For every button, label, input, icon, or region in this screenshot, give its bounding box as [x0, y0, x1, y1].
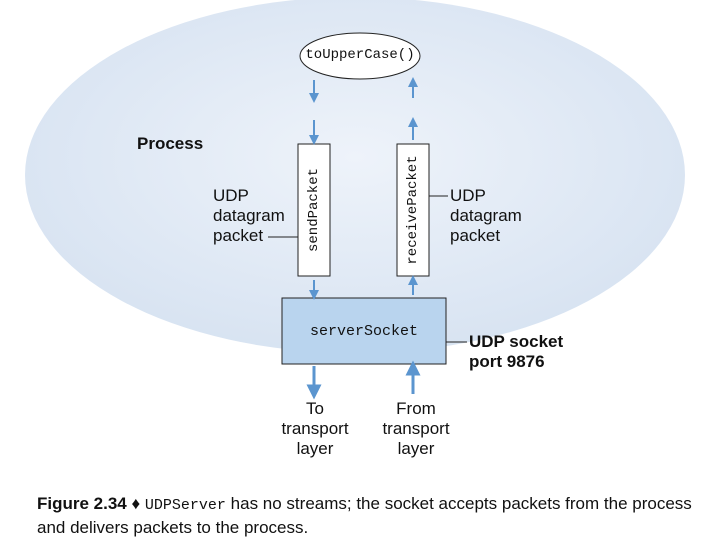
socket-label: UDP socket port 9876 — [469, 332, 563, 372]
left-label-line1: UDP — [213, 186, 249, 205]
left-packet-label: UDP datagram packet — [213, 186, 285, 246]
to-label-line1: To — [306, 399, 324, 418]
figure-number: Figure 2.34 — [37, 494, 127, 513]
left-label-line2: datagram — [213, 206, 285, 225]
from-label-line2: transport — [382, 419, 450, 438]
caption-code: UDPServer — [144, 497, 226, 514]
figure-caption: Figure 2.34 ♦ UDPServer has no streams; … — [37, 493, 709, 539]
to-transport-label: To transport layer — [270, 399, 360, 459]
to-label-line3: layer — [296, 439, 334, 458]
right-packet-label: UDP datagram packet — [450, 186, 522, 246]
from-transport-label: From transport layer — [371, 399, 461, 459]
right-label-line3: packet — [450, 226, 501, 245]
left-label-line3: packet — [213, 226, 264, 245]
method-oval-label: toUpperCase() — [305, 47, 415, 63]
from-label-line3: layer — [397, 439, 435, 458]
from-label-line1: From — [396, 399, 436, 418]
caption-text: has no streams; the socket accepts packe… — [37, 494, 692, 537]
send-packet-label: sendPacket — [306, 168, 322, 253]
caption-bullet: ♦ — [131, 494, 141, 513]
socket-label-line2: port 9876 — [469, 352, 545, 371]
receive-packet-label: receivePacket — [405, 155, 421, 265]
send-packet-box — [297, 143, 331, 277]
right-label-line2: datagram — [450, 206, 522, 225]
method-oval — [299, 32, 421, 80]
receive-packet-box — [396, 143, 430, 277]
diagram-canvas — [25, 0, 685, 400]
process-label: Process — [137, 134, 204, 153]
to-label-line2: transport — [281, 419, 349, 438]
socket-label-line1: UDP socket — [469, 332, 564, 351]
server-socket-box — [281, 297, 447, 365]
socket-name: serverSocket — [309, 323, 419, 340]
process-area — [25, 0, 685, 353]
right-label-line1: UDP — [450, 186, 486, 205]
